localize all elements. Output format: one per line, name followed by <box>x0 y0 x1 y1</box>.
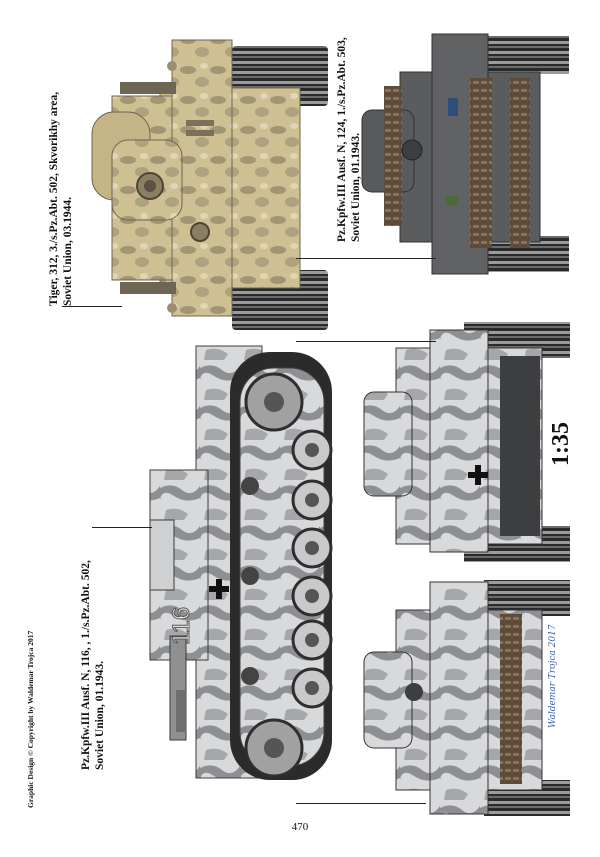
leader-line <box>296 803 426 804</box>
turret-number: 116 <box>168 606 196 645</box>
tiger-caption: Tiger, 312, 3./s.Pz.Abt. 502, Skvorikhy … <box>47 92 75 306</box>
caption-line: Soviet Union, 01.1943. <box>350 133 362 242</box>
caption-line: Pz.Kpfw.III Ausf. N, 116, , 1./s.Pz.Abt.… <box>80 560 92 770</box>
leader-line <box>296 258 436 259</box>
leader-line <box>62 306 122 307</box>
caption-line: Soviet Union, 01.1943. <box>94 661 106 770</box>
leader-line <box>92 527 152 528</box>
caption-line: Soviet Union, 03.1944. <box>62 197 74 306</box>
leader-line <box>296 341 436 342</box>
artist-signature: Waldemar Trojca 2017 <box>548 624 558 728</box>
scale-label: 1:35 <box>548 422 574 466</box>
pz-rear-view-bottom <box>363 580 570 816</box>
tiger-top-view <box>91 39 328 330</box>
pz116-side-view <box>149 345 333 780</box>
caption-line: Pz.Kpfw.III Ausf. N, 124, 1./s.Pz.Abt. 5… <box>336 37 348 242</box>
page-number: 470 <box>291 821 309 833</box>
pz124-caption: Pz.Kpfw.III Ausf. N, 124, 1./s.Pz.Abt. 5… <box>335 37 363 242</box>
pz124-rear-view <box>361 33 569 275</box>
pz116-caption: Pz.Kpfw.III Ausf. N, 116, , 1./s.Pz.Abt.… <box>79 560 107 770</box>
pz-rear-view-middle <box>363 322 570 562</box>
copyright-text: Graphic Design © Copyright by Waldemar T… <box>26 630 35 808</box>
caption-line: Tiger, 312, 3./s.Pz.Abt. 502, Skvorikhy … <box>48 91 60 306</box>
